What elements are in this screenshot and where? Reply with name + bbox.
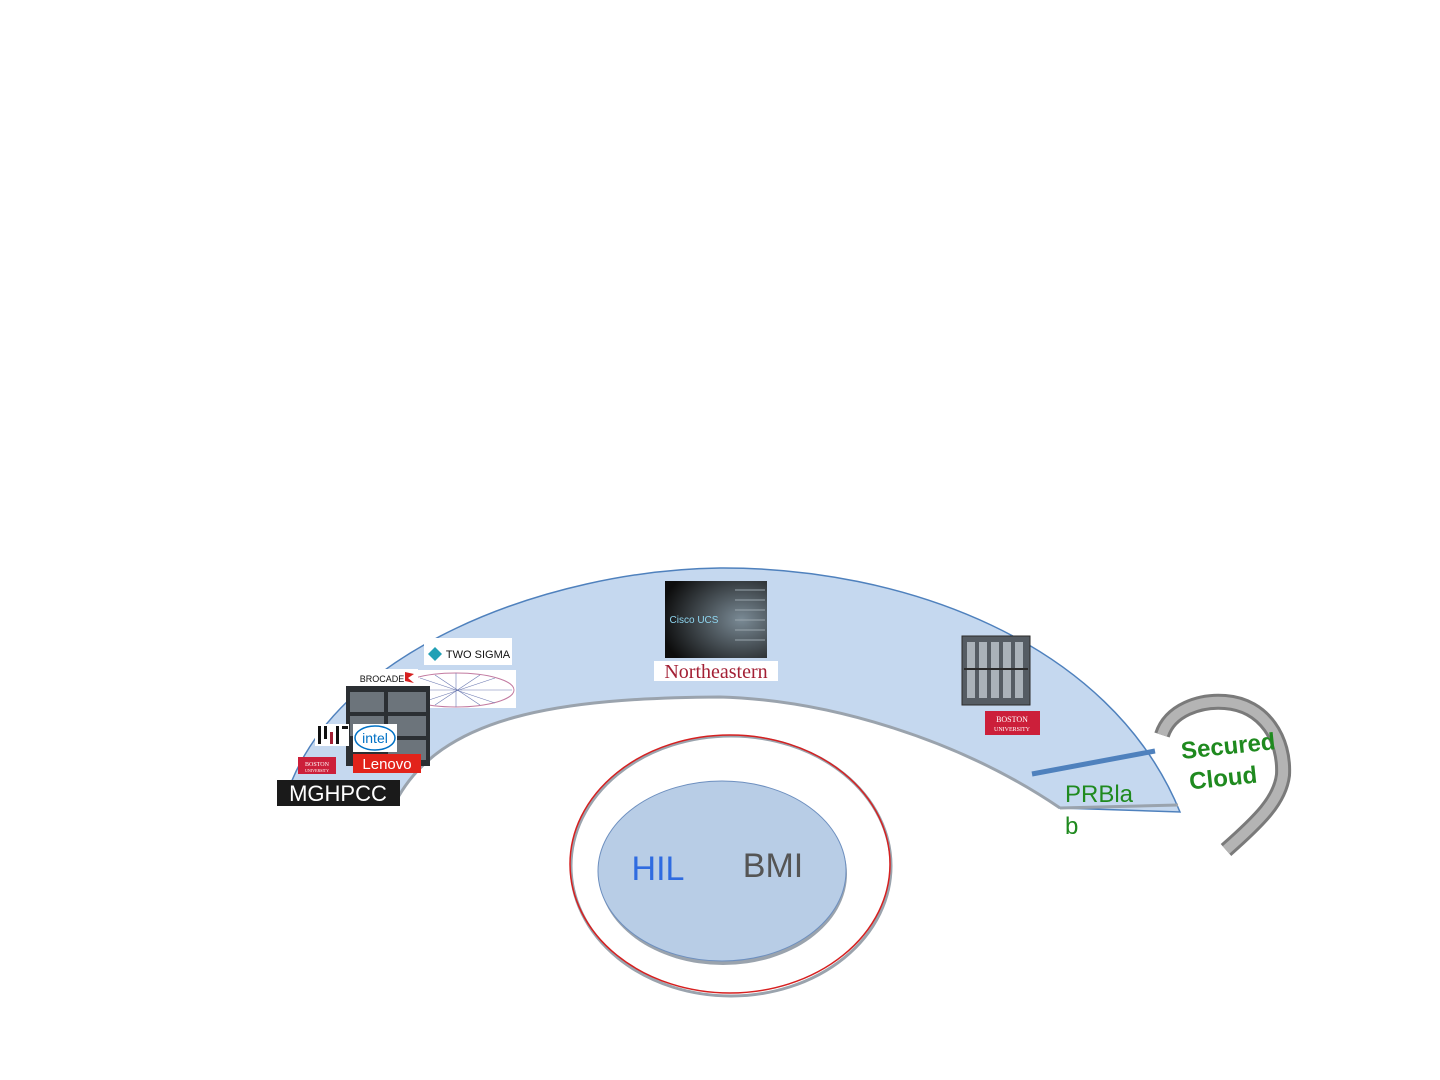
secured-cloud-hook (1157, 696, 1289, 854)
mit-logo (315, 724, 349, 746)
mghpcc-label: MGHPCC (289, 781, 387, 806)
prblab-lower-edge (1059, 803, 1179, 810)
hil-label: HIL (632, 850, 685, 888)
bu-right-line2: UNIVERSITY (994, 727, 1031, 733)
mghpcc-logo: MGHPCC (277, 780, 400, 806)
secured-cloud-line2: Cloud (1188, 762, 1258, 796)
inner-ellipse (597, 780, 847, 962)
arc-inner-edge (393, 695, 1061, 810)
intel-label: intel (362, 730, 388, 746)
secured-cloud-line1: Secured (1180, 728, 1277, 765)
two-sigma-label: TWO SIGMA (446, 649, 511, 661)
prblab-label-line2: b (1065, 813, 1078, 840)
bu-right-line1: BOSTON (996, 715, 1028, 724)
boston-university-logo-right: BOSTON UNIVERSITY (985, 711, 1040, 735)
bu-left-line2: UNIVERSITY (305, 768, 329, 773)
prblab-label-line1: PRBla (1065, 781, 1134, 808)
outer-ring (569, 734, 893, 998)
brocade-label: BROCADE (360, 674, 405, 684)
cisco-ucs-image: Cisco UCS (665, 581, 767, 658)
bmi-label: BMI (743, 847, 803, 885)
northeastern-logo: Northeastern (654, 661, 778, 683)
lenovo-logo: Lenovo (353, 754, 421, 773)
prblab-divider (1031, 748, 1156, 777)
outer-ring-red (569, 734, 891, 994)
cisco-ucs-label: Cisco UCS (670, 615, 719, 626)
northeastern-label: Northeastern (664, 661, 767, 683)
bu-left-line1: BOSTON (305, 762, 330, 768)
server-blade-image (961, 635, 1031, 706)
two-sigma-logo: TWO SIGMA (424, 638, 512, 665)
boston-university-logo-left: BOSTON UNIVERSITY (298, 757, 336, 774)
lenovo-label: Lenovo (362, 756, 411, 773)
intel-logo: intel (353, 724, 397, 752)
brocade-logo: BROCADE (360, 669, 418, 687)
